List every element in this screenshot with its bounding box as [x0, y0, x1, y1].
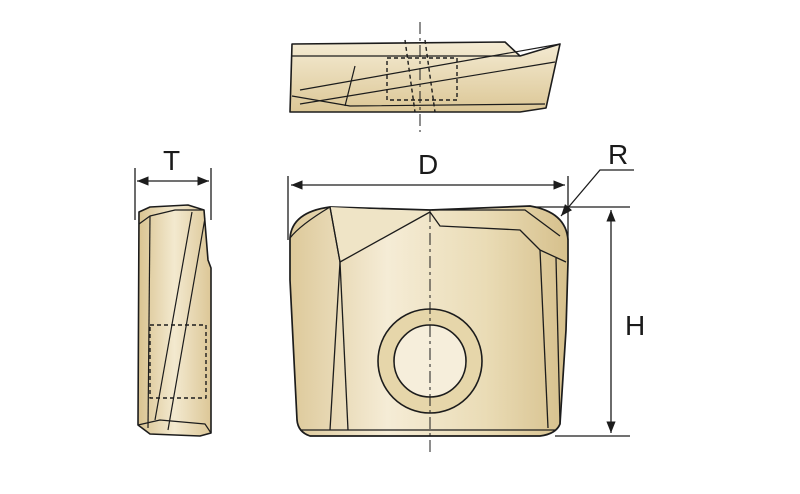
height-label: H — [625, 310, 646, 341]
front-view-left-facet — [289, 206, 341, 431]
front-view — [289, 205, 569, 452]
front-view-right-facet-1 — [539, 249, 549, 429]
radius-leader — [560, 169, 634, 217]
radius-label: R — [608, 139, 629, 170]
top-view-hidden-hole — [386, 39, 458, 113]
diameter-label: D — [418, 149, 439, 180]
top-view-body — [289, 41, 561, 113]
front-view-ridge-left — [339, 261, 349, 431]
top-view-bevel — [344, 65, 356, 107]
front-view-ridge-top — [429, 211, 567, 263]
top-view-diagonal-2 — [299, 61, 556, 105]
side-view-top-chamfer — [138, 209, 204, 225]
thickness-dimension — [134, 168, 212, 220]
height-dimension — [535, 206, 630, 437]
top-view-diagonal-1 — [299, 43, 561, 91]
side-view-edge-left — [147, 215, 151, 429]
side-view-bottom-facet — [137, 419, 212, 434]
front-view-right-facet-2 — [555, 257, 561, 425]
top-view-edge — [291, 95, 546, 107]
side-view-diagonal-1 — [154, 211, 193, 421]
side-view-body — [137, 204, 212, 437]
side-view — [137, 204, 212, 437]
side-view-diagonal-2 — [167, 217, 206, 431]
side-view-hidden-hole — [149, 324, 207, 399]
front-view-ridge-top-2 — [432, 209, 561, 237]
thickness-label: T — [163, 145, 181, 176]
top-view — [289, 22, 561, 132]
